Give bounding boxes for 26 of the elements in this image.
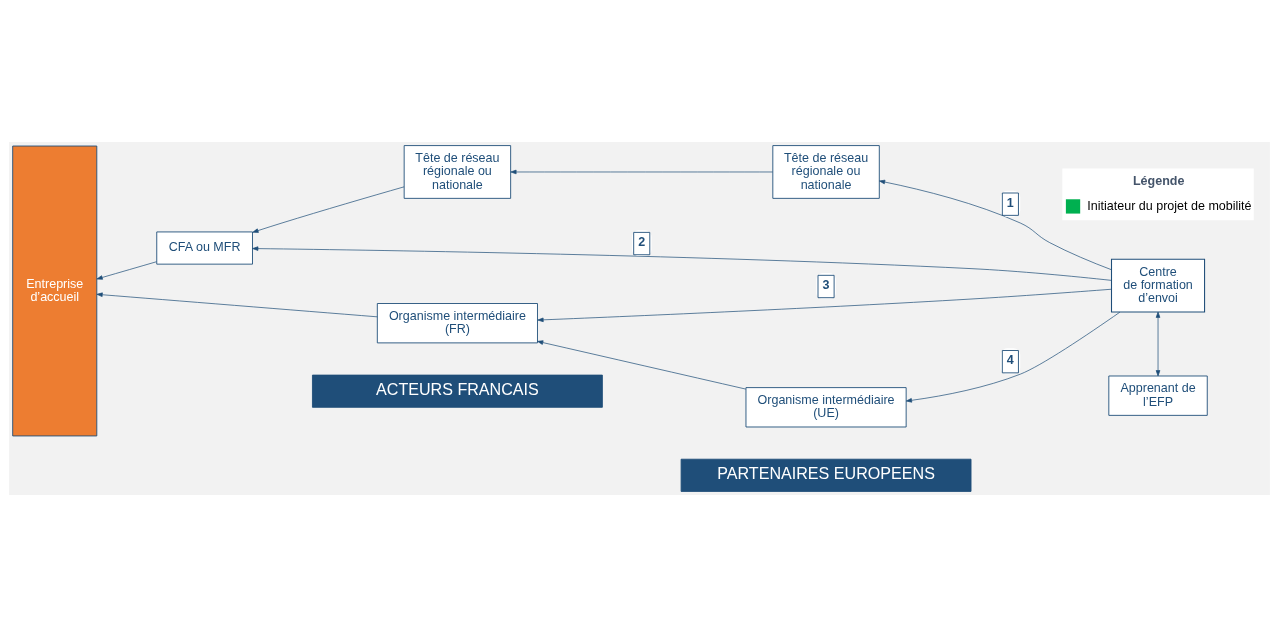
node-box: Apprenant de l’EFP <box>1108 375 1208 416</box>
arrow <box>1155 311 1161 377</box>
arrow <box>537 288 1112 323</box>
edge-label: 3 <box>822 277 830 292</box>
node-box: Tête de réseau régionale ou nationale <box>772 145 880 199</box>
arrow <box>252 246 1112 281</box>
arrow <box>537 340 747 390</box>
node-box: Tête de réseau régionale ou nationale <box>403 145 512 199</box>
legend-label: Initiateur du projet de mobilité <box>1087 198 1252 213</box>
edge-label: 1 <box>1006 195 1014 210</box>
edge-label: 4 <box>1006 353 1014 368</box>
arrow <box>879 179 1112 271</box>
node-box: Organisme intermédiaire (FR) <box>376 303 538 344</box>
node-box: ACTEURS FRANCAIS <box>312 374 603 408</box>
node-box: Centre de formation d’envoi <box>1110 258 1206 313</box>
edge-label: 2 <box>638 234 646 249</box>
label: Légende <box>1132 173 1185 188</box>
arrow <box>252 186 405 233</box>
node-box: CFA ou MFR <box>156 231 253 265</box>
node-box: PARTENAIRES EUROPEENS <box>680 458 972 492</box>
arrow <box>96 261 157 280</box>
arrow <box>905 311 1121 403</box>
arrow <box>96 292 378 318</box>
node-box: Entreprise d’accueil <box>12 145 98 437</box>
node-box: Organisme intermédiaire (UE) <box>745 387 907 428</box>
arrow <box>510 169 773 175</box>
